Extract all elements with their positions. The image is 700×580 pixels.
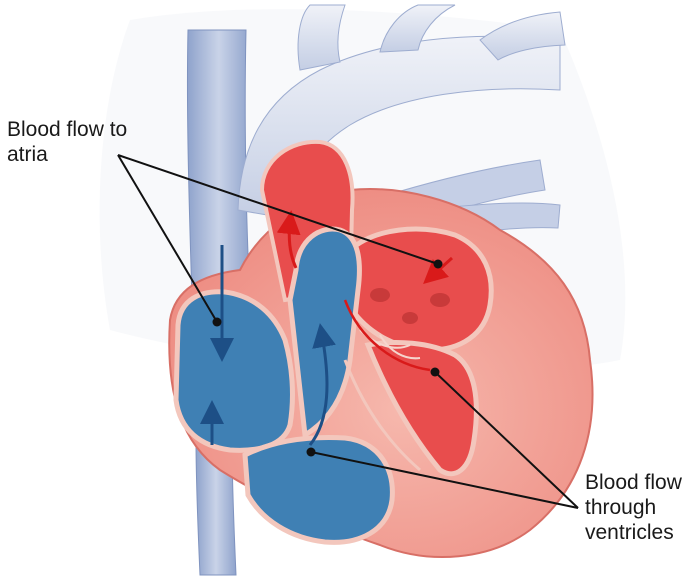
leader-dot-atria-1 bbox=[213, 318, 222, 327]
leader-dot-atria-2 bbox=[434, 260, 443, 269]
leader-dot-ventricles-2 bbox=[431, 368, 440, 377]
aorta-branch-1 bbox=[298, 5, 345, 70]
superior-vena-cava bbox=[187, 30, 250, 300]
left-atrium bbox=[350, 229, 491, 350]
label-blood-flow-through-ventricles: Blood flow through ventricles bbox=[585, 470, 682, 545]
label-ventricles-line-2: through bbox=[585, 495, 682, 520]
label-atria-line-2: atria bbox=[7, 142, 127, 167]
label-atria-line-1: Blood flow to bbox=[7, 117, 127, 142]
label-blood-flow-to-atria: Blood flow to atria bbox=[7, 117, 127, 167]
pulmonary-vein-opening-1 bbox=[370, 288, 390, 302]
pulmonary-vein-opening-2 bbox=[430, 293, 450, 307]
label-ventricles-line-1: Blood flow bbox=[585, 470, 682, 495]
pulmonary-vein-opening-3 bbox=[402, 312, 418, 324]
leader-dot-ventricles-1 bbox=[307, 448, 316, 457]
label-ventricles-line-3: ventricles bbox=[585, 520, 682, 545]
